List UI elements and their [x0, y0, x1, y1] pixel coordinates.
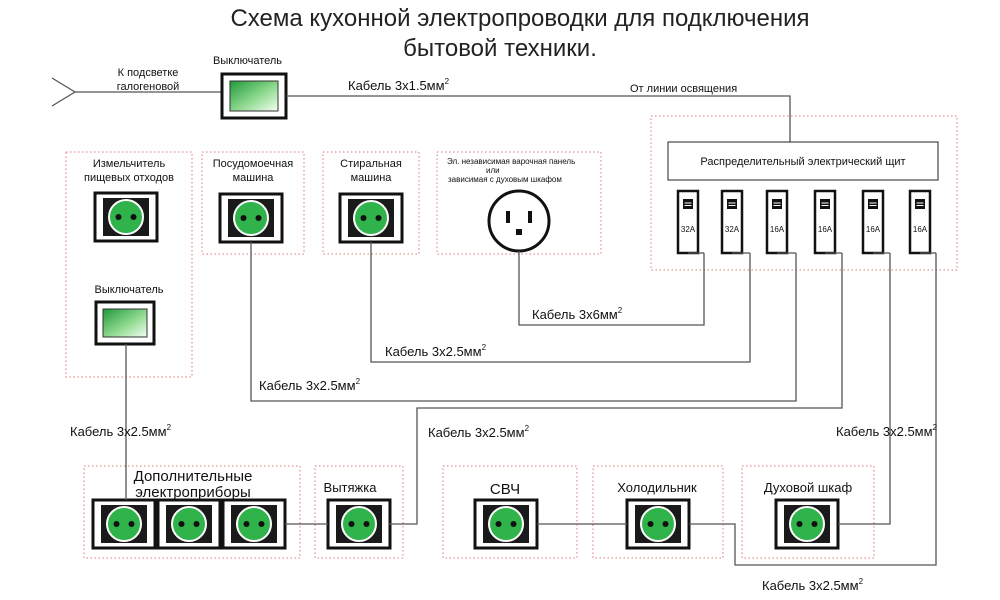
- dishwasher-cable: [250, 242, 797, 402]
- microwave-socket[interactable]: [473, 498, 539, 550]
- breaker-4-rating: 16A: [818, 225, 833, 234]
- extra-label-line-1: Дополнительные: [134, 468, 253, 485]
- breaker-4[interactable]: [813, 189, 837, 255]
- hob-label-line-3: зависимая с духовым шкафом: [448, 175, 562, 184]
- washer-cable: [370, 242, 751, 363]
- lighting-line-label: От линии освящения: [630, 83, 737, 95]
- breaker-5-rating: 16A: [866, 225, 881, 234]
- breaker-1-rating: 32A: [681, 225, 696, 234]
- title-line-2: бытовой техники.: [403, 35, 597, 62]
- breaker-2-rating: 32A: [725, 225, 740, 234]
- hob-socket[interactable]: [487, 189, 551, 253]
- title-line-1: Схема кухонной электропроводки для подкл…: [230, 5, 809, 32]
- oven-socket[interactable]: [774, 498, 840, 550]
- fridge-cable: [689, 253, 937, 566]
- grinder-cable-label: Кабель 3х2.5мм2: [70, 423, 172, 439]
- extra-socket-2[interactable]: [156, 498, 222, 550]
- fridge-socket[interactable]: [625, 498, 691, 550]
- halogen-wire-fork-lower: [51, 91, 76, 107]
- grinder-socket[interactable]: [93, 191, 159, 243]
- microwave-area: [442, 465, 578, 559]
- washer-area: [322, 151, 420, 255]
- lighting-line-wire: [286, 95, 791, 142]
- wiring: [125, 242, 937, 566]
- extra-appliances-area: [83, 465, 301, 559]
- hood-label: Вытяжка: [324, 480, 378, 495]
- grinder-switch[interactable]: [94, 300, 156, 346]
- halogen-label-line-1: К подсветке: [118, 67, 179, 79]
- hood-area: [314, 465, 404, 559]
- top-light-switch[interactable]: [220, 72, 288, 120]
- oven-cable: [838, 253, 891, 525]
- hood-cable-label: Кабель 3х2.5мм2: [428, 424, 530, 440]
- grinder-switch-label: Выключатель: [94, 284, 163, 296]
- breaker-1[interactable]: [676, 189, 700, 255]
- hood-cable: [389, 253, 843, 525]
- grinder-label-line-1: Измельчитель: [93, 158, 166, 170]
- grinder-area: [65, 151, 193, 378]
- oven-cable-label: Кабель 3х2.5мм2: [836, 423, 938, 439]
- washer-cable-label: Кабель 3х2.5мм2: [385, 343, 487, 359]
- dishwasher-label-line-1: Посудомоечная: [213, 158, 294, 170]
- top-switch-label: Выключатель: [213, 55, 282, 67]
- oven-label: Духовой шкаф: [764, 480, 853, 495]
- dishwasher-label-line-2: машина: [233, 172, 275, 184]
- fridge-area: [592, 465, 724, 559]
- distribution-panel-area: [650, 115, 958, 271]
- breaker-6-rating: 16A: [913, 225, 928, 234]
- halogen-label-line-2: галогеновой: [117, 81, 180, 93]
- breaker-3[interactable]: [765, 189, 789, 255]
- extra-socket-3[interactable]: [221, 498, 287, 550]
- breaker-3-rating: 16A: [770, 225, 785, 234]
- microwave-label: СВЧ: [490, 481, 520, 498]
- dishwasher-socket[interactable]: [218, 192, 284, 244]
- distribution-panel-box: [667, 141, 939, 181]
- extra-label-line-2: электроприборы: [135, 484, 251, 501]
- hob-cable-label: Кабель 3х6мм2: [532, 306, 623, 322]
- washer-label-line-2: машина: [351, 172, 393, 184]
- breaker-2[interactable]: [720, 189, 744, 255]
- hob-cable: [518, 251, 705, 326]
- distribution-panel-title: Распределительный электрический щит: [700, 156, 905, 168]
- hob-label-line-1: Эл. независимая варочная панель: [447, 157, 575, 166]
- hood-socket[interactable]: [326, 498, 392, 550]
- dishwasher-cable-label: Кабель 3х2.5мм2: [259, 377, 361, 393]
- washer-label-line-1: Стиральная: [340, 158, 402, 170]
- fridge-cable-label: Кабель 3х2.5мм2: [762, 577, 864, 593]
- grinder-label-line-2: пищевых отходов: [84, 172, 174, 184]
- washer-socket[interactable]: [338, 192, 404, 244]
- extra-socket-1[interactable]: [91, 498, 157, 550]
- dishwasher-area: [201, 151, 305, 255]
- hob-label-line-2: или: [486, 166, 500, 175]
- breaker-5[interactable]: [861, 189, 885, 255]
- fridge-label: Холодильник: [617, 480, 697, 495]
- halogen-feed: К подсветке галогеновой: [51, 67, 222, 107]
- halogen-wire-fork-upper: [51, 77, 76, 93]
- breaker-6[interactable]: [908, 189, 932, 255]
- top-cable-label: Кабель 3х1.5мм2: [348, 77, 450, 93]
